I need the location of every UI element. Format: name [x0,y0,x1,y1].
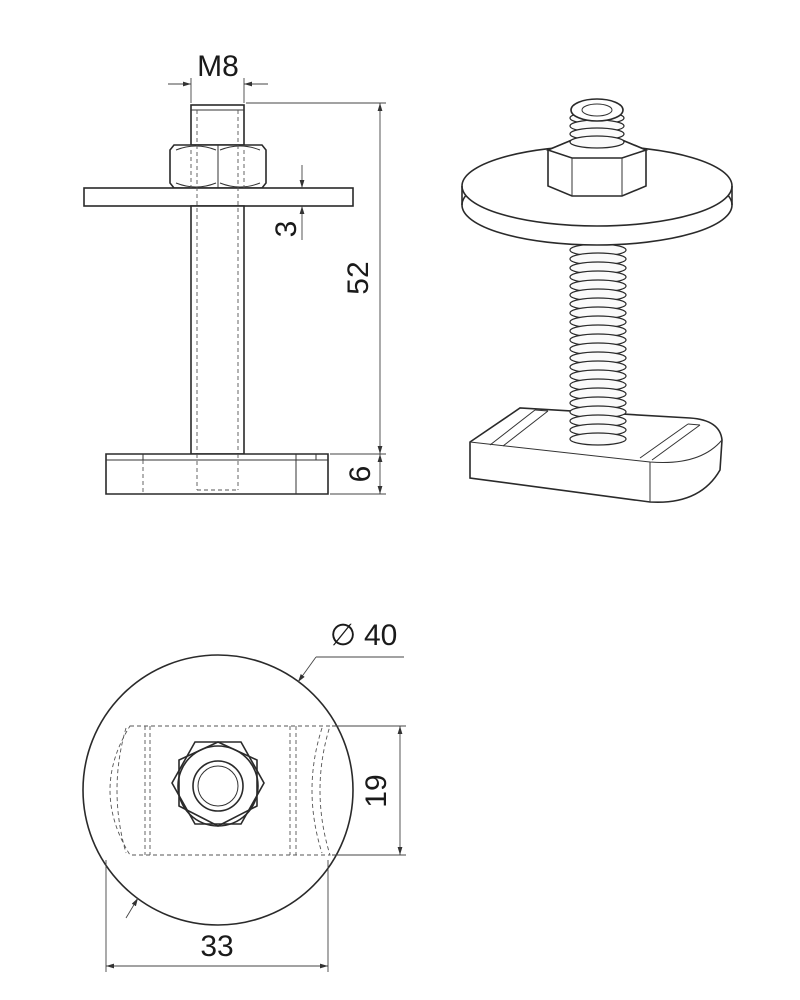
isometric-view [461,98,733,504]
base-length-label: 33 [200,930,233,963]
base-thickness-label: 6 [344,466,377,483]
top-view: ∅ 40 19 33 [82,619,406,972]
diameter-symbol: ∅ [330,619,356,652]
slot-base-iso [469,407,723,504]
washer-front [83,187,354,207]
base-width-label: 19 [360,774,393,807]
thread-size-label: M8 [197,50,239,83]
washer-top-view [82,654,354,926]
thread-ring [569,432,627,446]
nut-chamfer [178,741,258,827]
bolt-top [190,104,245,146]
thread-ring [569,135,625,149]
bolt-end [570,98,624,122]
slot-base-front [105,453,329,495]
threaded-shaft [569,243,627,446]
front-view: M8 52 3 6 [83,50,386,495]
hex-nut-top [171,741,265,825]
height-label: 52 [342,261,375,294]
diameter-label: 40 [364,619,397,652]
threaded-top [569,111,625,149]
bolt-end-top [192,760,244,812]
bolt-shaft [190,205,245,455]
washer-thickness-label: 3 [270,221,303,238]
